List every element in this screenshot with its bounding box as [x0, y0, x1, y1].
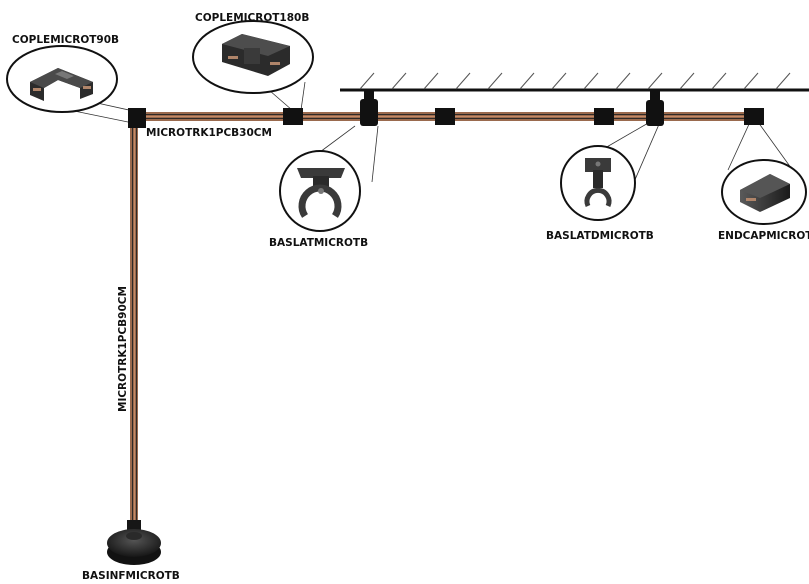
label-track-90cm: MICROTRK1PCB90CM	[117, 286, 129, 412]
callout-coupler-180	[192, 20, 314, 94]
ceiling-clip	[360, 89, 378, 126]
end-cap-icon	[740, 174, 790, 212]
coupler-90-icon	[30, 68, 93, 101]
label-ceiling-clip: BASLATMICROTB	[269, 237, 368, 249]
callout-drop-clip	[560, 145, 636, 221]
label-end-cap: ENDCAPMICROTB	[718, 230, 809, 242]
ceiling	[340, 72, 809, 92]
corner-coupler-90	[128, 108, 146, 128]
vertical-track	[130, 120, 138, 532]
track-joint-2	[594, 108, 614, 125]
end-cap	[744, 108, 764, 125]
floor-base	[107, 520, 161, 565]
track-joint-1	[435, 108, 455, 125]
drop-clip-icon	[584, 158, 612, 208]
coupler-180	[283, 108, 303, 125]
callout-ceiling-clip	[279, 150, 361, 232]
callout-coupler-90	[6, 45, 118, 113]
label-coupler-90: COPLEMICROT90B	[12, 34, 119, 46]
drop-clip	[646, 89, 664, 126]
leader-lines	[39, 81, 795, 183]
ceiling-clip-icon	[297, 168, 345, 218]
coupler-180-icon	[222, 34, 290, 76]
ceiling-hatching	[359, 72, 791, 90]
label-coupler-180: COPLEMICROT180B	[195, 12, 309, 24]
label-drop-clip: BASLATDMICROTB	[546, 230, 654, 242]
callout-end-cap	[721, 159, 807, 225]
label-track-30cm: MICROTRK1PCB30CM	[146, 127, 272, 139]
label-floor-base: BASINFMICROTB	[82, 570, 180, 582]
